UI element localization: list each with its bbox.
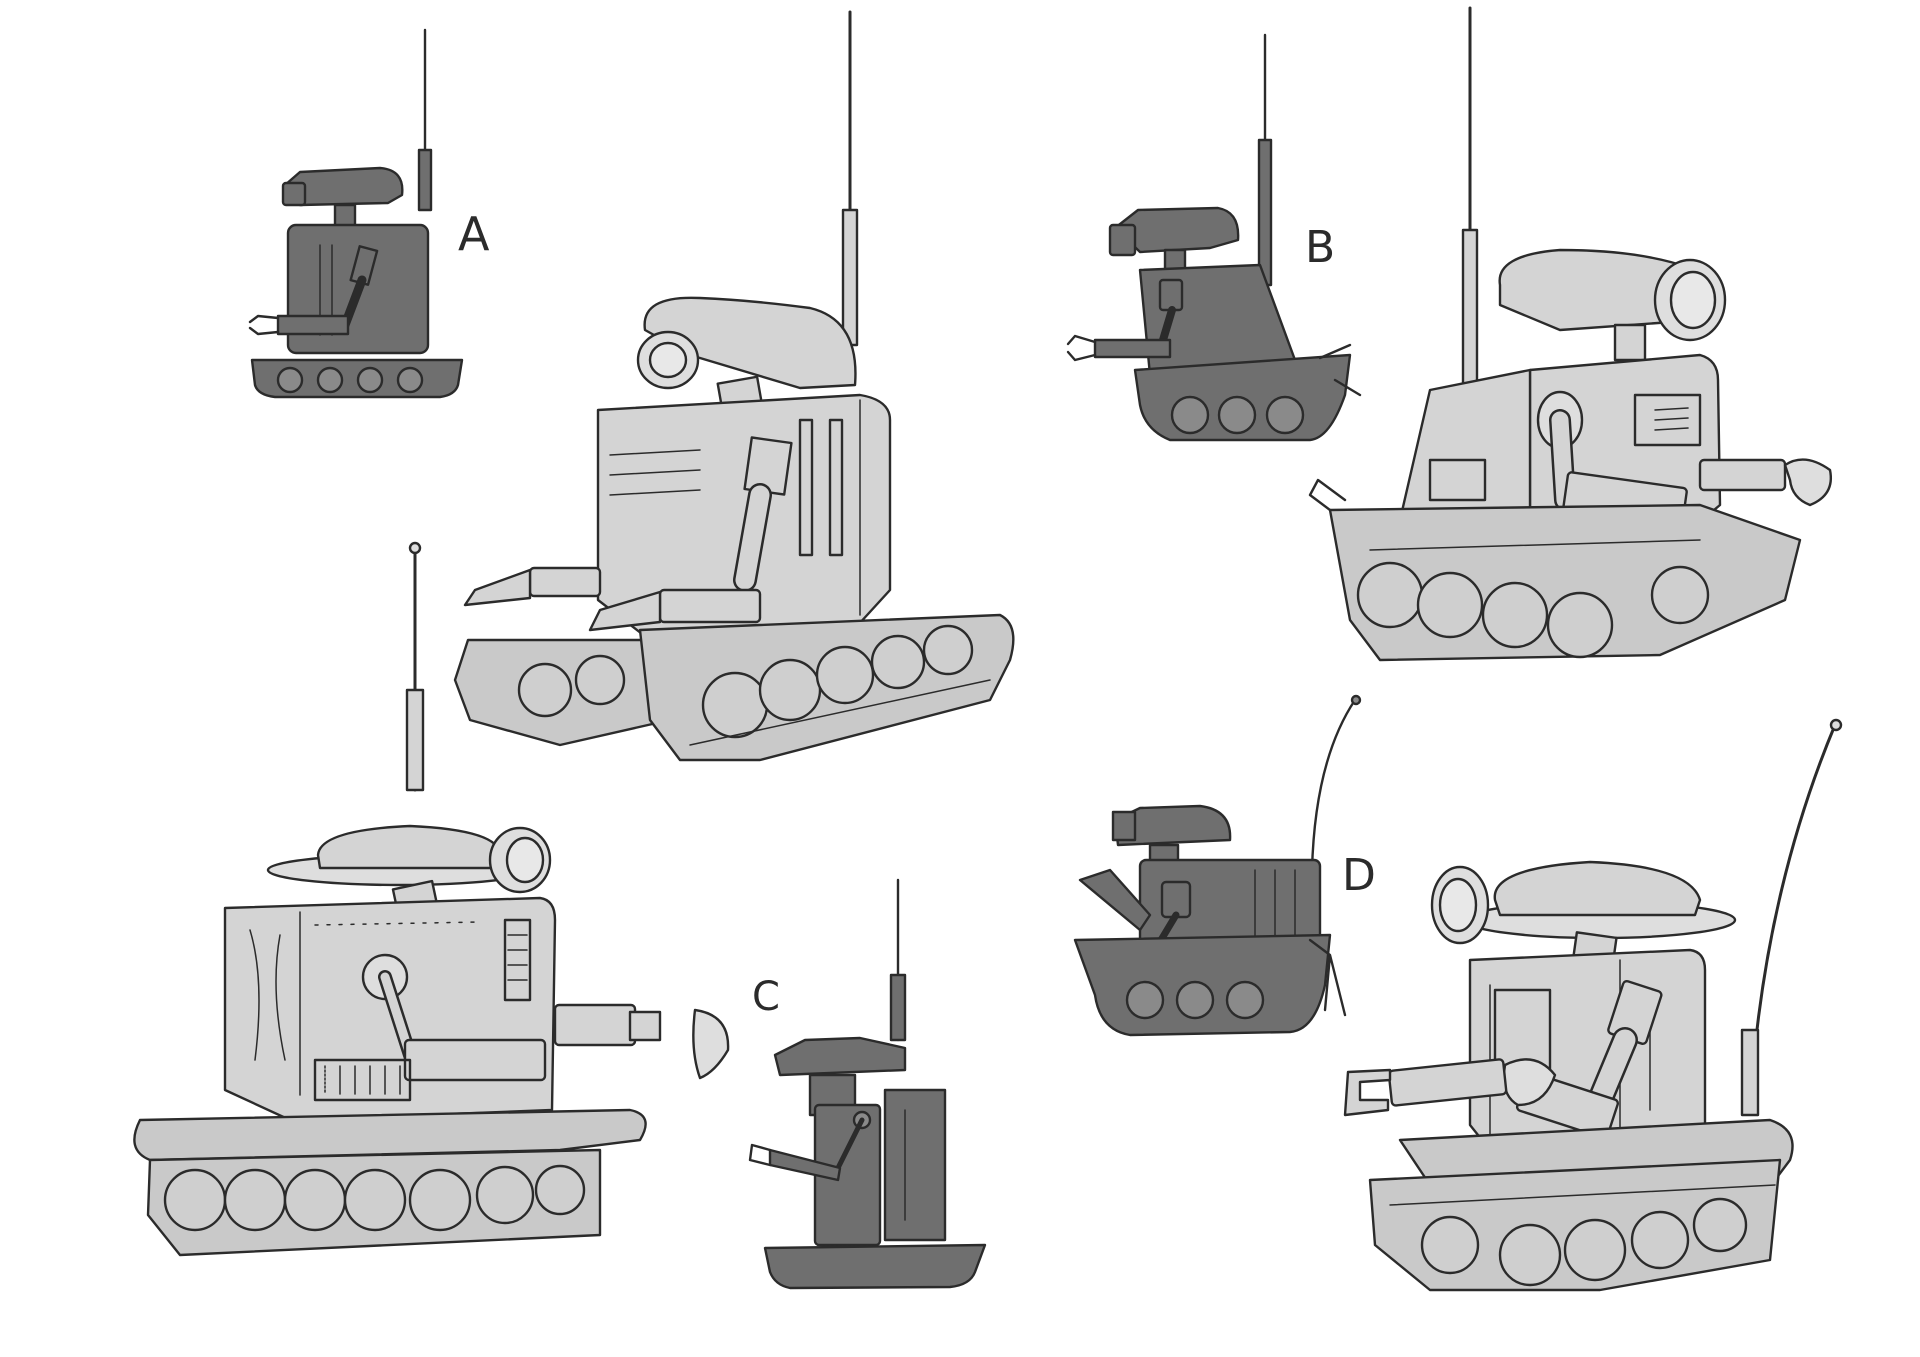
robot-b-render	[1308, 6, 1832, 662]
variant-label-c: C	[752, 974, 780, 1020]
robot-a-front-render	[133, 541, 730, 1257]
robot-d-render	[1343, 718, 1843, 1292]
robot-d-silhouette	[1073, 694, 1362, 1037]
robot-c-silhouette	[748, 878, 987, 1290]
variant-label-a: A	[458, 207, 490, 261]
variant-label-d: D	[1342, 850, 1376, 901]
robot-b-silhouette	[1066, 33, 1362, 442]
variant-label-b: B	[1305, 222, 1335, 273]
robot-a-silhouette	[248, 28, 464, 399]
robot-a-render	[453, 10, 1015, 762]
